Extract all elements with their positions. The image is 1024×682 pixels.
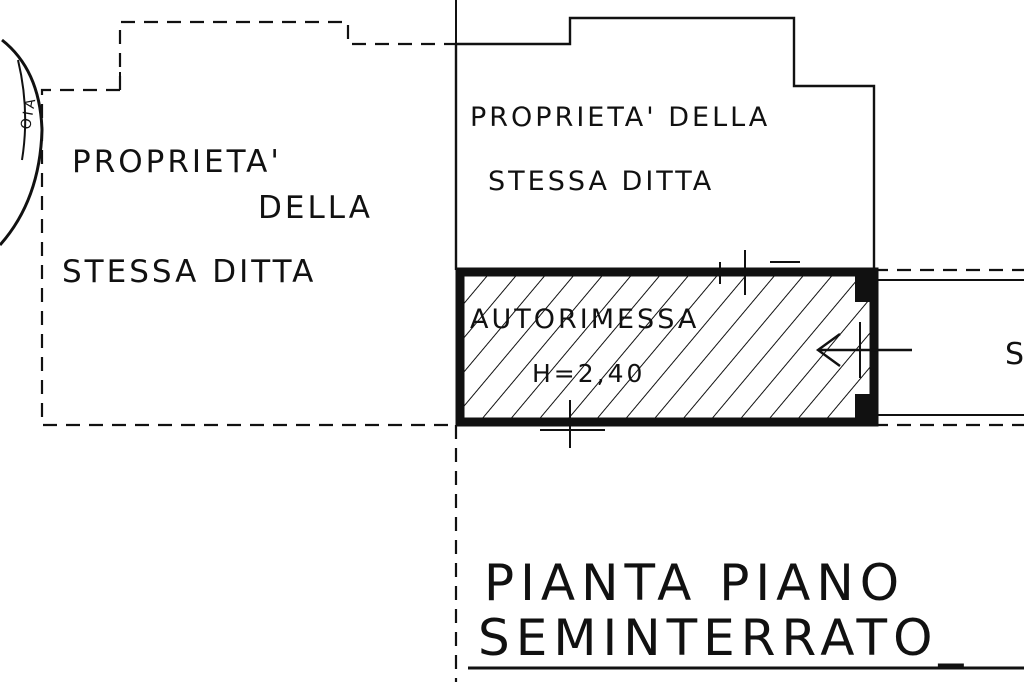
left-property-outline	[40, 20, 456, 427]
top-area-label-line2: STESSA DITTA	[488, 166, 714, 197]
top-area-label-line1: PROPRIETA' DELLA	[470, 102, 770, 133]
left-area-label-line3: STESSA DITTA	[62, 254, 316, 290]
garage-name-label: AUTORIMESSA	[470, 304, 699, 335]
garage-room	[455, 250, 879, 448]
top-property-outline	[454, 16, 876, 270]
left-area-label-line1: PROPRIETA'	[72, 144, 282, 180]
entrance-arrow	[815, 322, 912, 378]
stamp-text: OIA	[18, 95, 40, 131]
drawing-title-line1: PIANTA PIANO	[484, 554, 905, 612]
garage-height-label: H=2,40	[532, 359, 645, 388]
partial-right-label: S	[1005, 337, 1024, 372]
drawing-title-line2: SEMINTERRATO_	[478, 609, 969, 667]
right-property-outline	[874, 268, 1024, 427]
stamp-seal: OIA	[0, 38, 44, 246]
left-area-label-line2: DELLA	[258, 190, 373, 226]
